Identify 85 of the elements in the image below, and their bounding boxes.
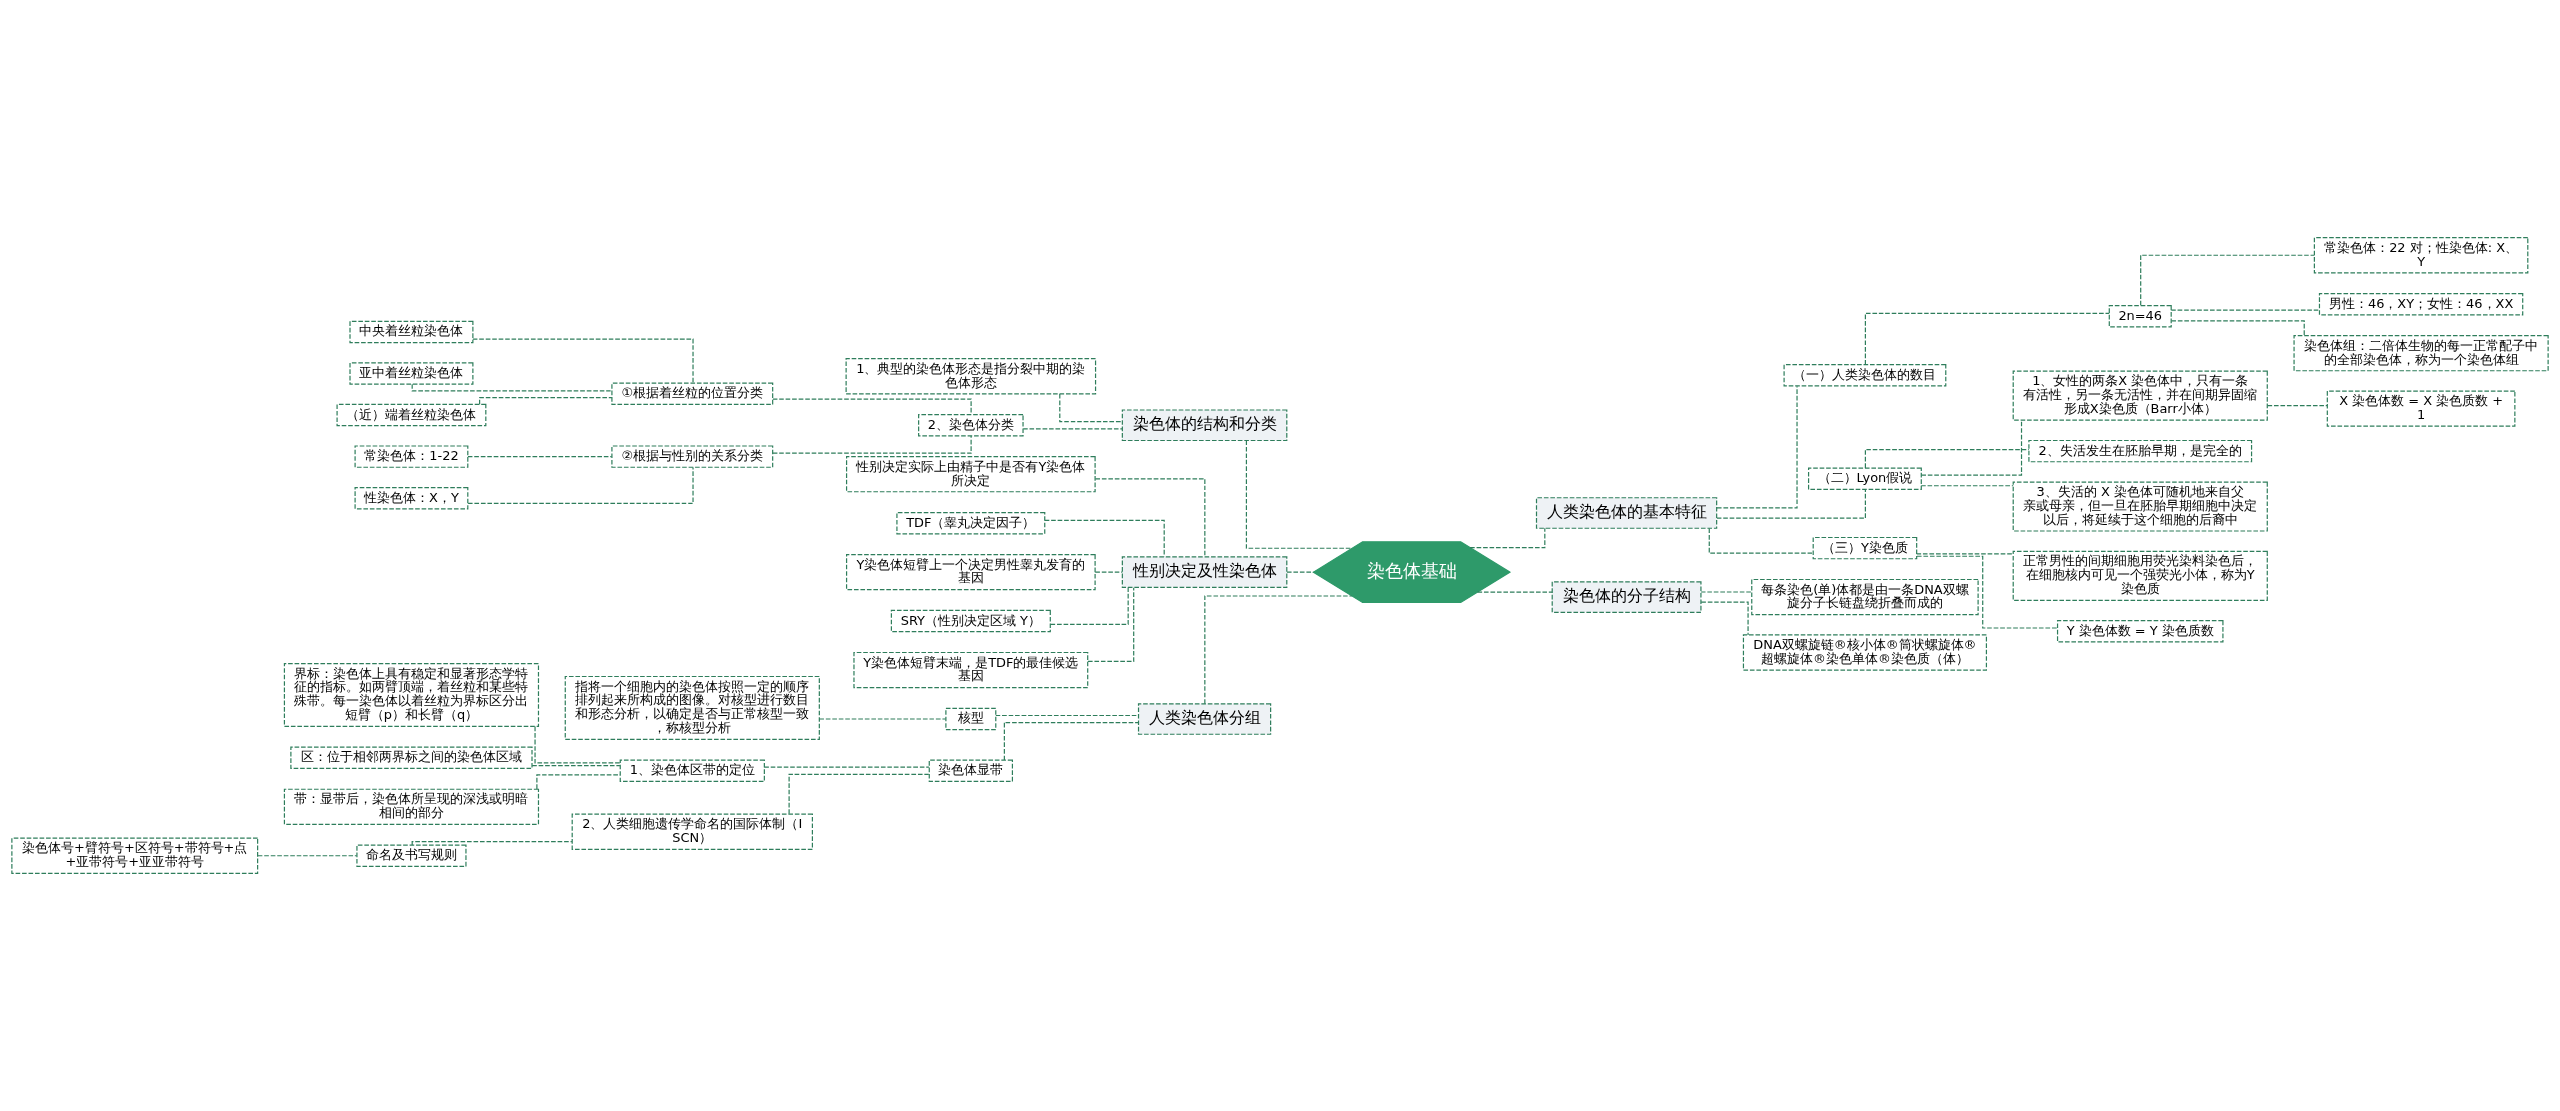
node-box: 2、人类细胞遗传学命名的国际体制（ISCN） [571,813,813,850]
connector [1286,571,1314,573]
connector [1003,721,1140,761]
node-box: Y染色体短臂上一个决定男性睾丸发育的基因 [846,554,1096,591]
node-box: 亚中着丝粒染色体 [349,362,474,385]
connector [531,765,621,767]
node-box: 界标：染色体上具有稳定和显著形态学特征的指标。如两臂顶端，着丝粒和某些特殊带。每一染色体以着丝粒为界标区分出短臂（p）和长臂（q） [283,663,540,727]
node-box: SRY（性别决定区域 Y） [890,609,1051,633]
connector [1087,587,1135,662]
node-box: 带：显带后，染色体所呈现的深浅或明暗相间的部分 [283,788,540,825]
node-box: 性别决定及性染色体 [1121,556,1288,588]
connector [995,714,1139,717]
node-box: Y 染色体数 = Y 染色质数 [2056,620,2224,643]
connector [257,855,358,857]
node-box: 命名及书写规则 [356,844,467,867]
connector [1049,586,1129,625]
connector [1708,527,1814,554]
connector [1094,478,1206,558]
node-box: 性染色体：X，Y [354,487,469,510]
node-box: 2、失活发生在胚胎早期，是完全的 [2028,439,2253,463]
connector [411,841,573,846]
node-box: 区：位于相邻两界标之间的染色体区域 [290,746,533,770]
node-box: TDF（睾丸决定因子） [896,511,1046,535]
connector [1920,485,2014,487]
node-box: 1、染色体区带的定位 [619,759,765,782]
connector [1700,601,1749,636]
connector [2266,405,2328,407]
node-box: 染色体显带 [928,759,1013,782]
connector [472,338,694,384]
node-box: 人类染色体的基本特征 [1535,497,1718,529]
node-box: 人类染色体分组 [1137,703,1272,735]
node-box: ①根据着丝粒的位置分类 [611,382,774,406]
connector [1700,591,1753,593]
connector [1022,428,1123,430]
node-box: 3、失活的 X 染色体可随机地来自父亲或母亲，但一旦在胚胎早期细胞中决定以后，将延续于这个细胞的后裔中 [2012,481,2268,532]
node-box: Y染色体短臂末端，是TDF的最佳候选基因 [853,651,1089,689]
connector [1864,448,2030,469]
node-box: 2n=46 [2108,305,2172,328]
connector [1204,595,1353,705]
node-box: ②根据与性别的关系分类 [611,445,774,468]
node-box: 染色体组：二倍体生物的每一正常配子中的全部染色体，称为一个染色体组 [2293,335,2549,372]
connector [772,398,972,415]
connector [536,774,621,790]
connector [1059,393,1123,423]
node-box: 1、典型的染色体形态是指分裂中期的染色体形态 [845,358,1097,395]
node-box: 常染色体：1-22 [354,445,469,468]
node-box: 染色体号+臂符号+区符号+带符号+点 +亚带符号+亚亚带符号 [11,837,259,874]
node-box: 染色体的结构和分类 [1121,409,1288,442]
connector [2140,254,2315,306]
node-box: 男性：46，XY；女性：46，XX [2318,293,2524,316]
connector [1864,312,2110,366]
node-box: 核型 [945,707,997,731]
node-box: 2、染色体分类 [918,414,1024,437]
node-box: DNA双螺旋链®核小体®筒状螺旋体®超螺旋体®染色单体®染色质（体） [1742,634,1987,671]
node-box: （三）Y染色质 [1812,536,1918,560]
node-box: 中央着丝粒染色体 [349,320,474,344]
connector [772,435,972,454]
node-box: （二）Lyon假说 [1808,467,1922,491]
connector [1916,555,2058,629]
node-box: 每条染色(单)体都是由一条DNA双螺旋分子长链盘绕折叠而成的 [1751,578,1979,616]
connector [1916,553,2014,555]
connector [1245,439,1353,549]
connector [1716,488,1866,519]
connector [818,718,947,720]
node-box: 指将一个细胞内的染色体按照一定的顺序排列起来所构成的图像。对核型进行数目和形态分析，以确定是否与正常核型一致，称核型分析 [564,675,820,740]
connector [467,456,613,458]
node-box: 性别决定实际上由精子中是否有Y染色体所决定 [846,456,1096,493]
node-box: 常染色体：22 对；性染色体: X、Y [2313,237,2529,274]
connector [2170,309,2320,311]
connector [467,466,694,504]
connector [534,725,621,764]
connector [1477,591,1553,593]
node-box: X 染色体数 = X 染色质数 + 1 [2326,390,2516,427]
node-box: 1、女性的两条X 染色体中，只有一条有活性，另一条无活性，并在间期异固缩形成X染色质（Barr小体） [2012,370,2268,421]
connector [1094,571,1123,573]
connector [763,766,930,768]
node-box: 染色体的分子结构 [1551,581,1702,613]
connector [788,773,930,815]
node-box: （一）人类染色体的数目 [1783,364,1947,387]
connector [1716,385,1798,509]
connector [479,397,613,405]
node-box: 正常男性的间期细胞用荧光染料染色后，在细胞核内可见一个强荧光小体，称为Y染色质 [2012,550,2268,601]
node-box: （近）端着丝粒染色体 [336,403,487,427]
connector [1920,419,2023,476]
connector [1044,519,1165,558]
